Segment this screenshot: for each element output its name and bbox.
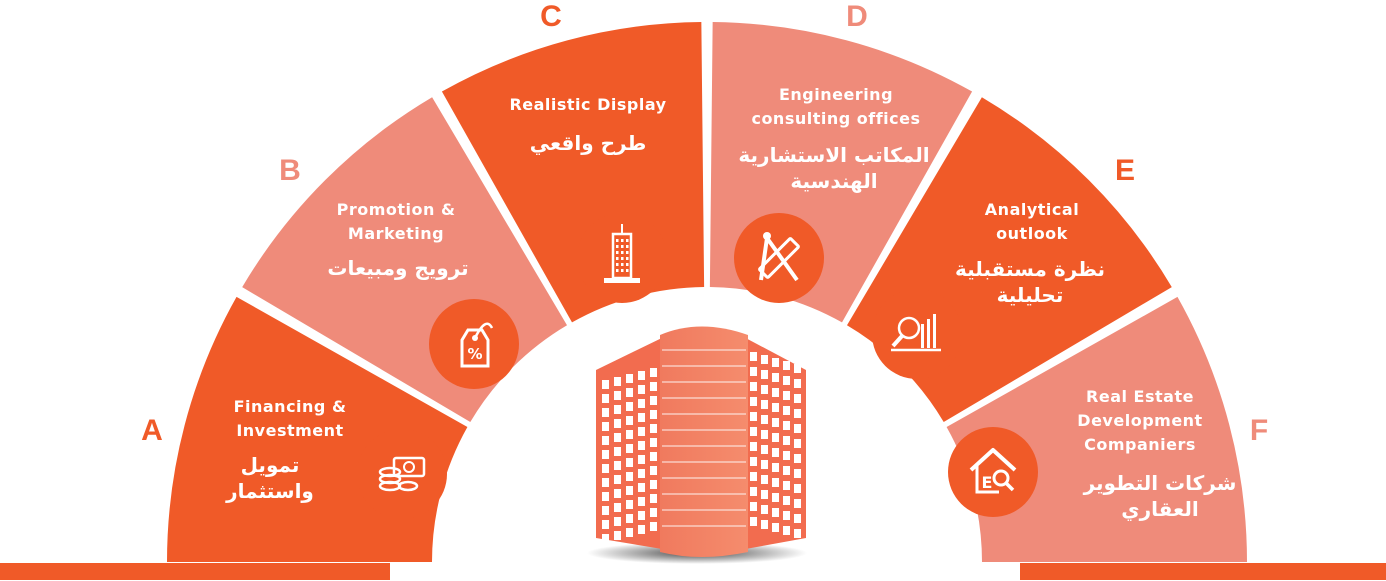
segment-title-line: Promotion & — [337, 200, 456, 219]
svg-text:%: % — [467, 345, 482, 363]
segment-arabic-line: تمويل — [241, 453, 300, 477]
segment-letter: A — [141, 414, 163, 447]
segment-arabic-line: تحليلية — [997, 283, 1064, 307]
segment-title-line: Investment — [236, 421, 343, 440]
segment-title-line: outlook — [996, 224, 1068, 243]
segment-arabic-line: ترويج ومبيعات — [327, 256, 468, 280]
segment-arabic-line: شركات التطوير — [1083, 471, 1237, 495]
segment-title-line: Real Estate — [1086, 387, 1194, 406]
segment-c: C Realistic Display طرح واقعي — [441, 0, 705, 323]
segment-letter: D — [846, 0, 868, 33]
house-search-icon: E — [948, 427, 1038, 517]
building-illustration — [587, 326, 807, 564]
ground-bar-right — [1020, 563, 1386, 580]
segment-arabic-line: نظرة مستقبلية — [955, 257, 1105, 281]
segment-title-line: Financing & — [234, 397, 347, 416]
segment-d: D Engineering consulting offices المكاتب ال… — [709, 0, 973, 323]
segment-letter: E — [1115, 154, 1135, 187]
compass-ruler-icon — [734, 213, 824, 303]
price-tag-icon: % — [429, 299, 519, 389]
segment-title-line: Marketing — [348, 224, 444, 243]
ground-bar-left — [0, 563, 390, 580]
segment-title-line: Engineering — [779, 85, 893, 104]
skyscraper-icon — [577, 213, 667, 303]
segment-title-line: Development — [1077, 411, 1202, 430]
money-icon — [357, 429, 447, 519]
segment-title-line: consulting offices — [751, 109, 920, 128]
segment-arabic-line: واستثمار — [225, 479, 314, 503]
segment-title-line: Analytical — [985, 200, 1079, 219]
segment-arabic-line: الهندسية — [790, 169, 877, 193]
svg-text:E: E — [982, 473, 993, 492]
segment-arabic-line: المكاتب الاستشارية — [738, 143, 929, 167]
segment-letter: C — [540, 0, 562, 33]
segment-letter: B — [279, 154, 301, 187]
segment-title-line: Realistic Display — [509, 95, 666, 114]
segment-arabic-line: طرح واقعي — [530, 131, 647, 156]
segment-arabic-line: العقاري — [1121, 497, 1198, 522]
segment-letter: F — [1250, 414, 1268, 447]
analytics-icon — [872, 289, 962, 379]
segment-title-line: Companiers — [1084, 435, 1196, 454]
segment-b: B Promotion & Marketing ترويج ومبيعات% — [242, 97, 568, 423]
